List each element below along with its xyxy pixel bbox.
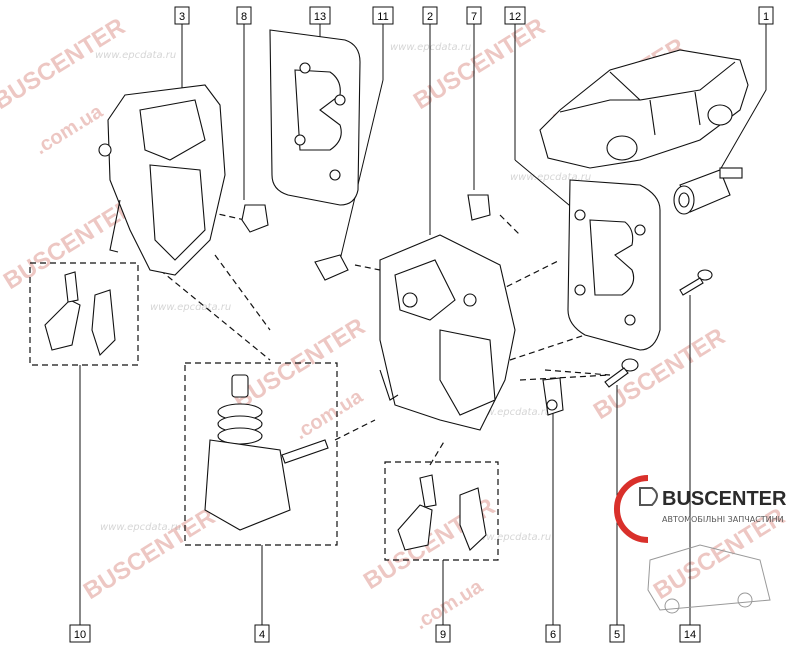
callout-10-label: 10: [74, 629, 86, 641]
watermark-url: www.epcdata.ru: [470, 532, 551, 543]
callout-4-label: 4: [259, 629, 265, 641]
callout-14: 14: [679, 624, 701, 643]
connector-9-icon: [397, 474, 487, 551]
callout-10: 10: [69, 624, 91, 643]
watermark-brand: BUSCENTER: [79, 503, 220, 605]
callout-11-label: 11: [377, 11, 388, 23]
callout-3-label: 3: [179, 11, 185, 23]
callout-8-label: 8: [241, 11, 247, 23]
callout-4: 4: [254, 624, 270, 643]
striker-plate-12-icon: [567, 179, 661, 351]
screw-5-icon: [604, 358, 639, 388]
callout-14-label: 14: [684, 629, 696, 641]
callout-12: 12: [504, 6, 526, 25]
group-box-9: [384, 461, 499, 561]
callout-5-label: 5: [614, 629, 620, 641]
callout-11: 11: [372, 6, 394, 25]
callout-boxes: 1 2 3 4 5 6 7 8: [69, 6, 774, 643]
callout-2-label: 2: [427, 11, 433, 23]
callout-9-label: 9: [440, 629, 446, 641]
watermark-url: www.epcdata.ru: [510, 172, 591, 183]
logo-subtitle: АВТОМОБІЛЬНІ ЗАПЧАСТИНИ: [662, 515, 784, 524]
watermark-domain: .com.ua: [291, 385, 367, 444]
callout-6: 6: [545, 624, 561, 643]
car-icon: [539, 49, 749, 169]
callout-3: 3: [174, 6, 190, 25]
striker-plate-13-icon: [269, 29, 361, 206]
bolt-1-icon: [673, 167, 743, 215]
watermark-url: www.epcdata.ru: [95, 50, 176, 61]
logo-mark-icon: [614, 475, 649, 543]
watermark-url: www.epcdata.ru: [470, 407, 551, 418]
clip-11-icon: [314, 254, 349, 281]
watermark-domain: .com.ua: [31, 100, 107, 159]
watermark-url: www.epcdata.ru: [100, 522, 181, 533]
actuator-4-icon: [204, 374, 329, 531]
group-box-10: [29, 262, 139, 366]
clip-8-icon: [241, 204, 269, 233]
watermark-brand: BUSCENTER: [0, 13, 130, 115]
clip-6-icon: [542, 377, 564, 416]
callout-13-label: 13: [314, 11, 326, 23]
minibus-icon: [647, 544, 771, 614]
door-lock-3-icon: [98, 84, 226, 276]
callout-13: 13: [309, 6, 331, 25]
callout-12-label: 12: [509, 11, 521, 23]
callout-2: 2: [422, 6, 438, 25]
callout-7: 7: [466, 6, 482, 25]
group-boxes: [29, 262, 499, 561]
door-lock-2-icon: [379, 234, 516, 431]
callout-5: 5: [609, 624, 625, 643]
group-box-4: [184, 362, 338, 546]
callout-8: 8: [236, 6, 252, 25]
callout-7-label: 7: [471, 11, 477, 23]
connector-10-icon: [44, 271, 116, 357]
brand-logo: BUSCENTER АВТОМОБІЛЬНІ ЗАПЧАСТИНИ: [614, 475, 787, 614]
callout-6-label: 6: [550, 629, 556, 641]
callout-1-label: 1: [763, 11, 769, 23]
screw-14-icon: [679, 269, 713, 296]
watermark-url: www.epcdata.ru: [390, 42, 471, 53]
watermark-url: www.epcdata.ru: [150, 302, 231, 313]
logo-name: BUSCENTER: [662, 488, 787, 510]
callout-1: 1: [758, 6, 774, 25]
clip-7-icon: [467, 194, 491, 221]
callout-9: 9: [435, 624, 451, 643]
